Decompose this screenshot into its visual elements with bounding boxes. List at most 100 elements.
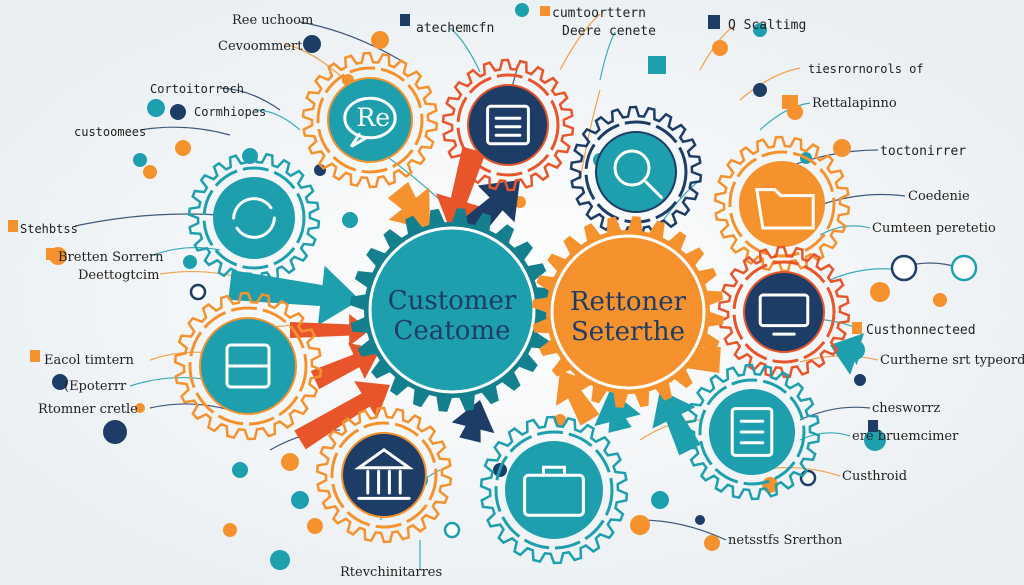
node-dot (291, 491, 309, 509)
node-ring (950, 254, 978, 282)
monitor-icon (758, 293, 810, 336)
gear-node (479, 415, 629, 565)
label-cevoommert: Cevoommert (218, 39, 303, 54)
node-dot (103, 420, 127, 444)
search-magnifier-icon (613, 149, 663, 199)
node-dot (303, 35, 321, 53)
gear-node (315, 406, 453, 544)
node-tag (540, 6, 550, 16)
flow-arrow (830, 333, 865, 375)
hub-right-title: Rettoner Seterthe (548, 287, 708, 347)
hub-left-line1: Customer (387, 286, 517, 316)
label-re-uchoom: Ree uchoom (232, 13, 314, 28)
node-tag (868, 420, 878, 432)
label-coedenie: Coedenie (908, 189, 970, 204)
label-rettalapinno: Rettalapinno (812, 96, 897, 111)
label-rtomner-cretle: Rtomner cretle (38, 402, 138, 417)
node-tag (782, 95, 798, 109)
node-tag (708, 15, 720, 29)
node-tag (648, 56, 666, 74)
chat-bubble-icon: Re (343, 96, 397, 148)
scattered-nodes (8, 3, 978, 570)
node-ring (890, 254, 918, 282)
hub-gear (350, 208, 554, 412)
node-dot (147, 99, 165, 117)
node-ring (443, 521, 461, 539)
node-dot (515, 3, 529, 17)
flow-arrow (294, 381, 390, 450)
gear-node (187, 151, 321, 285)
bank-building-icon (354, 447, 414, 500)
node-ring (799, 469, 817, 487)
circular-arrows-icon (232, 197, 276, 239)
node-dot (630, 515, 650, 535)
hub-right-line1: Rettoner (569, 287, 687, 317)
flow-arrow (451, 399, 495, 443)
node-dot (232, 462, 248, 478)
node-dot (753, 23, 767, 37)
label-rtevchinitarres: Rtevchinitarres (340, 565, 443, 580)
connector-line (599, 31, 616, 81)
label-ere-bruemcimer: ere bruemcimer (852, 429, 959, 444)
label-custoomees: custoomees (74, 125, 147, 139)
label-deettogtcim: Deettogtcim (78, 268, 160, 283)
node-dot (695, 515, 705, 525)
connector-line (149, 246, 221, 257)
node-tag (46, 248, 56, 260)
node-ring (189, 283, 207, 301)
label-epoterrr: (Epoterrr (64, 379, 127, 394)
label-deere-cenete: Deere cenete (562, 24, 656, 39)
label-tiesrornorols: tiesrornorols of (808, 62, 924, 76)
briefcase-icon (523, 465, 585, 517)
connector-line (219, 87, 281, 111)
node-dot (270, 550, 290, 570)
label-eacol-timtern: Eacol timtern (44, 353, 134, 368)
node-dot (170, 104, 186, 120)
connector-line (449, 27, 481, 73)
label-cumteen-peretetio: Cumteen peretetio (872, 221, 996, 236)
node-dot (143, 165, 157, 179)
label-cortoitorroch: Cortoitorroch (150, 82, 244, 96)
node-dot (371, 31, 389, 49)
label-q-scaltimg: Q Scaltimg (728, 18, 807, 33)
node-dot (135, 403, 145, 413)
connector-line (299, 21, 401, 61)
node-tag (30, 350, 40, 362)
flow-arrow (290, 314, 370, 346)
hub-left-line2: Ceatome (393, 316, 511, 346)
gear-node (569, 105, 703, 239)
flow-arrow (555, 370, 600, 426)
node-dot (933, 293, 947, 307)
connector-line (149, 403, 231, 411)
document-icon (486, 104, 530, 146)
label-chesworrz: chesworrz (872, 401, 941, 416)
node-dot (52, 374, 68, 390)
node-dot (342, 212, 358, 228)
label-atechemcfn: atechemcfn (416, 21, 495, 36)
node-tag (852, 322, 862, 334)
node-dot (133, 153, 147, 167)
gear-node (173, 291, 323, 441)
node-dot (223, 523, 237, 537)
svg-text:Re: Re (356, 103, 390, 132)
node-dot (175, 140, 191, 156)
package-box-icon (225, 343, 271, 389)
node-dot (712, 40, 728, 56)
label-stehbtss: Stehbtss (20, 222, 78, 236)
node-dot (307, 518, 323, 534)
hub-gear (532, 216, 724, 408)
label-curtherne-srt-typeords: Curtherne srt typeords (880, 353, 1024, 368)
node-dot (870, 282, 890, 302)
node-dot (281, 453, 299, 471)
connector-line (559, 13, 601, 71)
checklist-icon (730, 407, 774, 457)
label-cormhiopes: Cormhiopes (194, 105, 267, 119)
node-tag (400, 14, 410, 26)
label-netsstfs-srerthon: netsstfs Srerthon (728, 533, 843, 548)
connector-line (819, 193, 906, 206)
connector-line (284, 43, 346, 81)
gear-node (717, 245, 851, 379)
label-bretten-sorrern: Bretten Sorrern (58, 250, 164, 265)
flow-arrow (387, 181, 431, 231)
